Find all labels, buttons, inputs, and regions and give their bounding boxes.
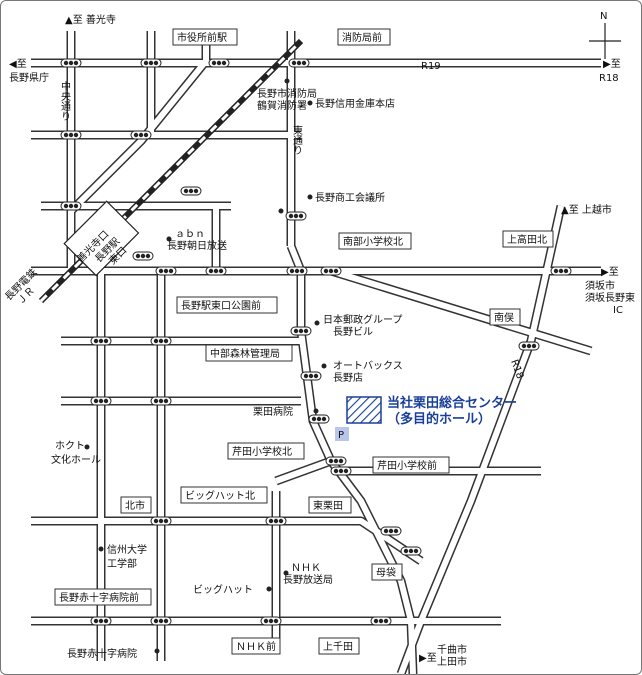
dest-ic: IC (613, 305, 623, 316)
label-bighat-kita: ビッグハット北 (185, 489, 255, 502)
dest-suzaka: 須坂市 (585, 279, 615, 292)
lm-nhk: ＮＨＫ (291, 563, 321, 574)
label-chubu: 中部森林管理局 (210, 347, 280, 360)
label-kamisenda: 上千田 (323, 641, 353, 653)
road-network (31, 31, 601, 674)
lm-autobacs2: 長野店 (333, 371, 363, 384)
dest-to-suzaka: ▶至 (601, 266, 619, 278)
parking-box (335, 427, 349, 441)
north-arrow-icon: N (589, 11, 621, 59)
lm-hokuto: ホクト (55, 440, 85, 452)
label-kitaichi: 北市 (125, 499, 145, 512)
label-shobo: 消防局前 (342, 31, 382, 44)
route-chuo: 中央通り (59, 80, 71, 121)
dest-to-south: ▶至 (419, 652, 437, 664)
lm-abn2: 長野朝日放送 (167, 239, 227, 252)
lm-shinkin: 長野信用金庫本店 (315, 97, 395, 110)
label-serita-kita: 芹田小学校北 (232, 445, 292, 458)
parking-label: P (338, 430, 344, 441)
lm-shinshu2: 工学部 (107, 557, 137, 570)
lm-autobacs: オートバックス (333, 360, 403, 372)
lm-shoko: 長野商工会議所 (315, 191, 385, 204)
lm-kurita: 栗田病院 (253, 405, 293, 418)
dest-senkyoku: 千曲市 (437, 643, 467, 656)
label-nhk-mae: ＮＨＫ前 (236, 640, 276, 653)
label-nanto: 南俣 (494, 311, 514, 324)
dest-r18: R18 (599, 73, 619, 84)
label-serita-mae: 芹田小学校前 (377, 459, 437, 472)
nagano-station (63, 200, 140, 277)
target-building (346, 396, 382, 424)
label-mobukuro: 母袋 (376, 566, 396, 579)
lm-bighat: ビッグハット (193, 583, 253, 596)
lm-hokuto2: 文化ホール (51, 453, 101, 466)
target-name: 当社栗田総合センター (387, 395, 517, 411)
target-subname: （多目的ホール） (387, 411, 491, 427)
dest-to-zenkoji: ▲至 善光寺 (65, 13, 116, 26)
label-kamitakada: 上高田北 (507, 233, 547, 246)
label-shiyakusho: 市役所前駅 (177, 31, 227, 44)
lm-shobo: 長野市消防局 (257, 87, 317, 100)
dest-kencho: 長野県庁 (9, 71, 49, 84)
lm-sekijuji: 長野赤十字病院 (67, 647, 137, 660)
dest-to-kencho: ◀至 (9, 58, 27, 70)
label-sekijuji-mae: 長野赤十字病院前 (59, 591, 139, 604)
route-higashi: 東通り (291, 124, 303, 155)
landmark-dots (84, 78, 327, 654)
lm-yusei: 日本郵政グループ (323, 313, 402, 326)
label-ekihigashi: 長野駅東口公園前 (181, 299, 261, 312)
dest-ueda: 上田市 (437, 655, 467, 668)
label-higashikurita: 東栗田 (313, 499, 343, 512)
lm-abn: ａｂｎ (175, 228, 205, 240)
dest-to-r18: ▶至 (603, 58, 621, 70)
lm-nhk2: 長野放送局 (283, 573, 333, 586)
dest-kamiyoshi: ▲至 上越市 (561, 203, 612, 216)
lm-shobo2: 鶴賀消防署 (257, 99, 307, 112)
label-nanbu: 南部小学校北 (343, 235, 403, 248)
route-r19: R19 (421, 61, 441, 72)
lm-yusei2: 長野ビル (333, 326, 373, 338)
dest-suzaka-ic: 須坂長野東 (585, 291, 635, 304)
lm-shinshu: 信州大学 (107, 543, 147, 556)
svg-text:N: N (600, 11, 607, 22)
